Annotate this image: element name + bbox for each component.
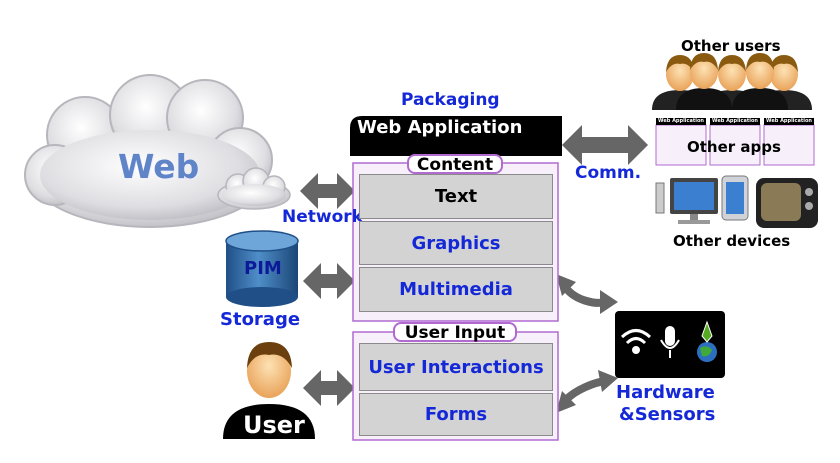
user-arrow-icon — [303, 370, 355, 406]
storage-arrow-icon — [303, 263, 355, 299]
other-apps-panels — [655, 124, 815, 166]
other-app-2-title: Web Application — [710, 118, 760, 125]
content-tag: Content — [407, 154, 503, 174]
packaging-label: Packaging — [401, 90, 500, 110]
comm-label: Comm. — [575, 163, 642, 183]
wifi-icon — [620, 329, 652, 354]
network-arrow-icon — [300, 173, 355, 209]
web-app-title: Web Application — [357, 117, 523, 138]
forms-hardware-arrow-icon — [562, 377, 610, 404]
storage-label: Storage — [220, 309, 301, 330]
other-devices-label: Other devices — [673, 232, 791, 250]
user-input-item-forms: Forms — [359, 393, 553, 436]
network-label: Network — [282, 207, 363, 227]
smartphone-icon — [721, 175, 749, 221]
other-app-3-title: Web Application — [764, 118, 814, 125]
user-avatar-icon — [223, 342, 315, 439]
other-users-icon — [652, 53, 812, 110]
television-icon — [756, 178, 818, 228]
small-cloud-icon — [217, 167, 291, 210]
comm-arrow-icon — [562, 125, 648, 165]
desktop-computer-icon — [655, 178, 718, 224]
microphone-icon — [660, 326, 680, 358]
left-arrows — [300, 125, 648, 406]
content-item-multimedia: Multimedia — [359, 267, 553, 312]
arrowheads — [556, 274, 618, 413]
web-cloud-label: Web — [118, 147, 200, 186]
globe-location-icon — [697, 320, 717, 362]
hardware-sensors-icon — [615, 311, 725, 378]
content-item-text: Text — [359, 174, 553, 219]
pim-cylinder-label: PIM — [244, 258, 282, 279]
other-apps-label: Other apps — [687, 138, 781, 156]
web-app-title-bar — [350, 116, 562, 156]
user-input-item-interactions: User Interactions — [359, 343, 553, 391]
content-item-graphics: Graphics — [359, 221, 553, 265]
other-app-1-title: Web Application — [656, 118, 706, 125]
hardware-label: Hardware — [616, 382, 715, 403]
other-users-label: Other users — [681, 37, 781, 55]
sensors-label: &Sensors — [619, 404, 716, 425]
pim-database-icon — [225, 230, 299, 307]
user-input-tag: User Input — [393, 322, 517, 342]
user-label: User — [243, 411, 305, 439]
